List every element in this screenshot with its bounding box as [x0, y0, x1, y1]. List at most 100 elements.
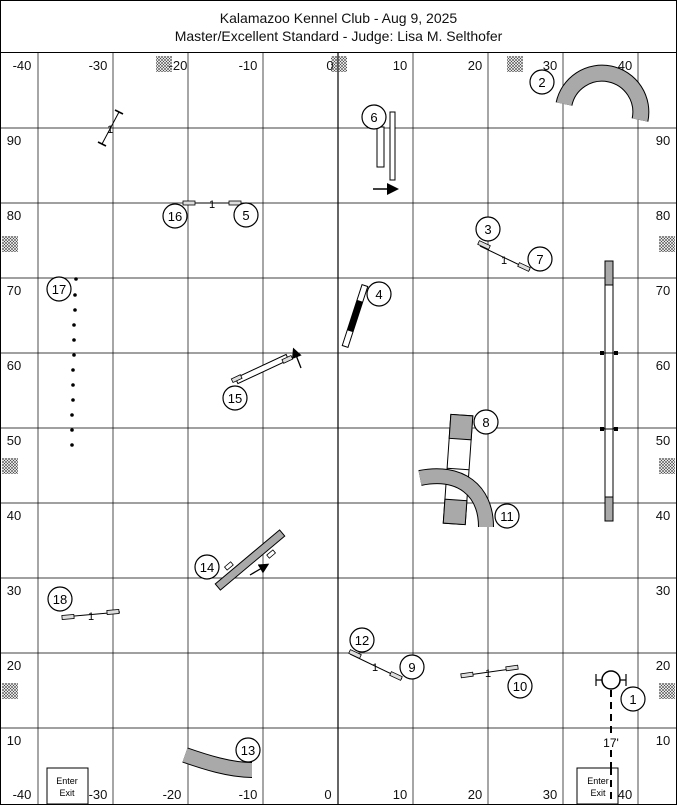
- svg-text:-40: -40: [13, 787, 32, 802]
- number-7: 7: [536, 252, 543, 267]
- svg-text:Exit: Exit: [59, 788, 75, 798]
- enter-exit-right: Enter Exit: [576, 767, 619, 805]
- course-title: Kalamazoo Kennel Club - Aug 9, 2025: [219, 10, 458, 26]
- obstacle-18-jump: 1 18: [47, 586, 121, 623]
- svg-text:0: 0: [326, 58, 333, 73]
- number-13: 13: [241, 743, 255, 758]
- svg-text:10: 10: [393, 787, 407, 802]
- svg-text:-20: -20: [169, 58, 188, 73]
- number-18: 18: [53, 592, 67, 607]
- svg-text:40: 40: [7, 508, 21, 523]
- svg-text:30: 30: [543, 787, 557, 802]
- svg-text:20: 20: [656, 658, 670, 673]
- svg-text:1: 1: [209, 199, 215, 211]
- svg-text:10: 10: [393, 58, 407, 73]
- crosshatch-marker: [659, 458, 675, 474]
- svg-text:10: 10: [7, 733, 21, 748]
- svg-text:50: 50: [656, 433, 670, 448]
- crosshatch-marker: [2, 683, 18, 699]
- svg-text:1: 1: [372, 662, 378, 674]
- number-16: 16: [168, 209, 182, 224]
- svg-text:20: 20: [468, 58, 482, 73]
- svg-text:40: 40: [618, 787, 632, 802]
- x-axis-bottom: -40 -30 -20 -10 0 10 20 30 40: [13, 787, 633, 802]
- svg-text:70: 70: [656, 283, 670, 298]
- svg-text:-20: -20: [163, 787, 182, 802]
- obstacle-17-dotted-line: 17: [46, 276, 78, 447]
- svg-text:1: 1: [501, 255, 507, 267]
- svg-text:10: 10: [656, 733, 670, 748]
- number-10: 10: [513, 679, 527, 694]
- svg-text:30: 30: [7, 583, 21, 598]
- y-axis-left: 90 80 70 60 50 40 30 20 10: [7, 133, 21, 748]
- obstacle-5-16-jump: 1 16 5: [162, 199, 259, 229]
- svg-text:1: 1: [485, 668, 491, 680]
- number-5: 5: [242, 208, 249, 223]
- svg-text:80: 80: [7, 208, 21, 223]
- obstacle-10-jump: 1 10: [460, 664, 533, 699]
- number-12: 12: [355, 633, 369, 648]
- svg-text:1: 1: [107, 124, 113, 136]
- svg-text:90: 90: [656, 133, 670, 148]
- svg-text:-30: -30: [89, 787, 108, 802]
- y-axis-right: 90 80 70 60 50 40 30 20 10: [656, 133, 670, 748]
- obstacle-4-panel: 4: [341, 281, 392, 348]
- crosshatch-marker: [507, 56, 523, 72]
- obstacle-2-tunnel: 2: [529, 64, 650, 122]
- svg-text:1: 1: [88, 611, 94, 623]
- svg-text:40: 40: [656, 508, 670, 523]
- obstacle-14-teeter: 14: [194, 529, 286, 591]
- crosshatch-marker: [659, 683, 675, 699]
- number-1-circle: [620, 686, 646, 712]
- crosshatch-marker: [2, 458, 18, 474]
- obstacle-6-double-jump: 6: [361, 104, 399, 195]
- svg-text:Exit: Exit: [590, 788, 606, 798]
- svg-text:Enter: Enter: [587, 776, 609, 786]
- svg-text:60: 60: [7, 358, 21, 373]
- distance-label: 17': [603, 736, 619, 750]
- number-2: 2: [538, 75, 545, 90]
- crosshatch-marker: [156, 56, 172, 72]
- crosshatch-marker: [331, 56, 347, 72]
- obstacle-11-tunnel: 11: [418, 468, 520, 529]
- svg-text:-40: -40: [13, 58, 32, 73]
- svg-text:90: 90: [7, 133, 21, 148]
- x-axis-top: -40 -30 -20 -10 0 10 20 30 40: [13, 58, 633, 73]
- svg-text:0: 0: [324, 787, 331, 802]
- number-11: 11: [500, 509, 514, 524]
- svg-text:-10: -10: [239, 787, 258, 802]
- number-4: 4: [375, 287, 382, 302]
- svg-text:80: 80: [656, 208, 670, 223]
- number-8: 8: [482, 415, 489, 430]
- number-1: 1: [629, 692, 636, 707]
- obstacle-9-12-jump: 1 12 9: [348, 627, 425, 681]
- svg-text:60: 60: [656, 358, 670, 373]
- crosshatch-markers: [2, 56, 675, 699]
- number-17: 17: [52, 282, 66, 297]
- course-subtitle: Master/Excellent Standard - Judge: Lisa …: [174, 28, 503, 44]
- number-15: 15: [228, 391, 242, 406]
- svg-text:70: 70: [7, 283, 21, 298]
- obstacle-dogwalk: [600, 260, 618, 522]
- svg-text:30: 30: [543, 58, 557, 73]
- number-3: 3: [484, 222, 491, 237]
- svg-text:20: 20: [468, 787, 482, 802]
- svg-text:-30: -30: [89, 58, 108, 73]
- obstacle-bar-top-left: 1: [97, 109, 124, 147]
- obstacle-1-start-tire: 17' 1: [595, 670, 646, 805]
- number-14: 14: [200, 560, 214, 575]
- svg-text:-10: -10: [239, 58, 258, 73]
- svg-text:20: 20: [7, 658, 21, 673]
- crosshatch-marker: [2, 236, 18, 252]
- obstacle-8-aframe: 8: [442, 409, 499, 526]
- number-9: 9: [408, 660, 415, 675]
- number-6: 6: [370, 110, 377, 125]
- svg-text:50: 50: [7, 433, 21, 448]
- svg-text:Enter: Enter: [56, 776, 78, 786]
- enter-exit-left: Enter Exit: [46, 767, 89, 805]
- obstacle-15-jump: 15: [222, 347, 302, 411]
- course-header: Kalamazoo Kennel Club - Aug 9, 2025 Mast…: [0, 0, 677, 52]
- crosshatch-marker: [659, 236, 675, 252]
- obstacle-3-7-jump: 1 3 7: [475, 216, 553, 272]
